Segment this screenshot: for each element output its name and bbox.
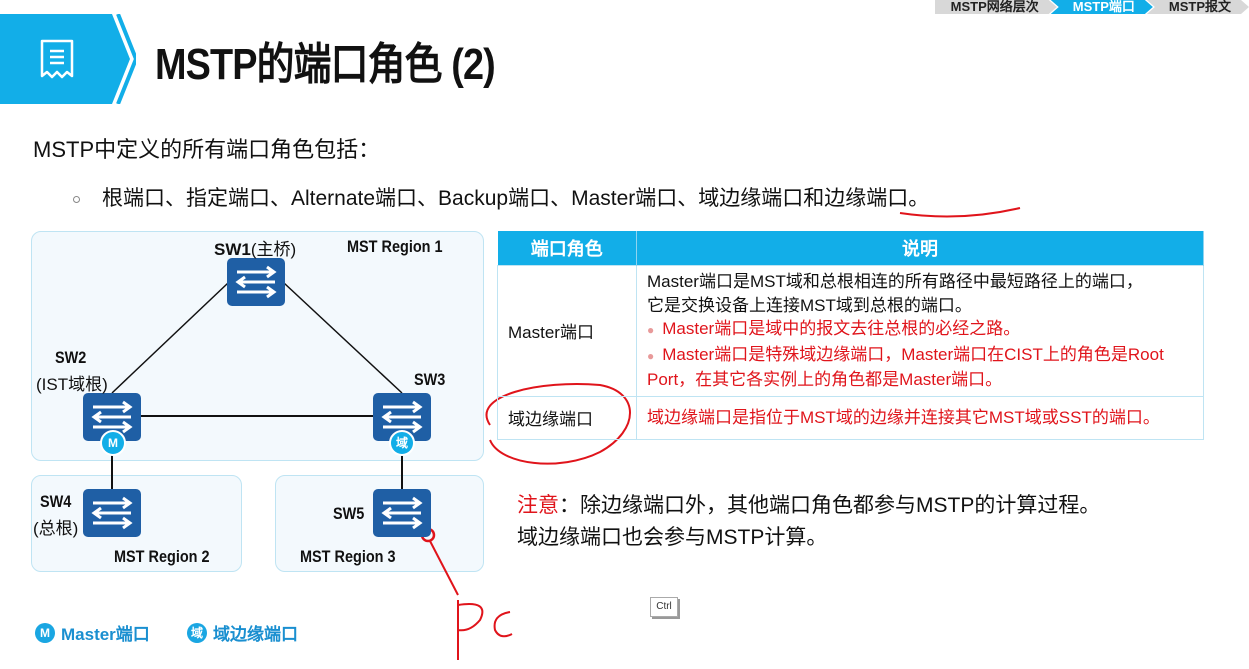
header-description: 说明 [636, 231, 1204, 266]
intro-text: MSTP中定义的所有端口角色包括： [33, 137, 381, 162]
sw5-label: SW5 [333, 504, 365, 523]
switch-arrows-icon [381, 496, 423, 530]
region-3-label: MST Region 3 [300, 547, 396, 566]
document-icon [40, 39, 74, 79]
sw2-label: SW2 [55, 348, 87, 367]
switch-arrows-icon [235, 265, 277, 299]
description-cell: 域边缘端口是指位于MST域的边缘并连接其它MST域或SST的端口。 [636, 395, 1204, 440]
table-row: 域边缘端口 域边缘端口是指位于MST域的边缘并连接其它MST域或SST的端口。 [497, 395, 1204, 440]
legend-boundary-label: 域边缘端口 [213, 625, 298, 644]
desc-line: Master端口是MST域和总根相连的所有路径中最短路径上的端口， [647, 272, 1143, 291]
sw4-note: (总根) [33, 519, 79, 538]
sw1-label: SW1(主桥) [214, 240, 297, 259]
switch-arrows-icon [91, 496, 133, 530]
table-header-row: 端口角色 说明 [497, 231, 1204, 266]
master-badge-icon: M [35, 622, 55, 643]
legend-master: M Master端口 [35, 620, 150, 645]
port-roles-table: 端口角色 说明 Master端口 Master端口是MST域和总根相连的所有路径… [497, 231, 1204, 440]
desc-line-warning: ●Master端口是特殊域边缘端口，Master端口在CIST上的角色是Root… [647, 344, 1164, 390]
description-cell: Master端口是MST域和总根相连的所有路径中最短路径上的端口， 它是交换设备… [636, 265, 1204, 397]
port-roles-text: 根端口、指定端口、Alternate端口、Backup端口、Master端口、域… [102, 187, 930, 210]
bullet-dot: ● [647, 348, 655, 363]
breadcrumb-item-ports[interactable]: MSTP端口 [1051, 0, 1153, 14]
title-banner [0, 14, 112, 104]
note-line-2: 域边缘端口也会参与MSTP计算。 [517, 526, 828, 549]
switch-sw2[interactable] [83, 393, 141, 441]
region-1-label: MST Region 1 [347, 237, 443, 256]
banner-chevron [96, 14, 136, 104]
desc-line-warning: ●Master端口是域中的报文去往总根的必经之路。 [647, 319, 1021, 338]
role-cell: 域边缘端口 [497, 395, 637, 440]
master-port-badge: M [100, 430, 126, 456]
switch-arrows-icon [381, 400, 423, 434]
ctrl-key-hint: Ctrl [650, 597, 678, 617]
bullet-dot: ● [647, 323, 655, 337]
region-2-label: MST Region 2 [114, 547, 210, 566]
handwritten-pc-c [493, 611, 513, 638]
sw3-label: SW3 [414, 370, 446, 389]
breadcrumb-item-hierarchy[interactable]: MSTP网络层次 [935, 0, 1057, 14]
table-row: Master端口 Master端口是MST域和总根相连的所有路径中最短路径上的端… [497, 265, 1204, 397]
switch-sw1[interactable] [227, 258, 285, 306]
sw4-label: SW4 [40, 492, 72, 511]
breadcrumb-item-bpdu[interactable]: MSTP报文 [1147, 0, 1249, 14]
note-label: 注意 [517, 494, 559, 517]
desc-line: 它是交换设备上连接MST域到总根的端口。 [647, 295, 972, 315]
note-line-1: 注意：除边缘端口外，其他端口角色都参与MSTP的计算过程。 [517, 494, 1101, 517]
role-cell: Master端口 [497, 265, 637, 397]
switch-arrows-icon [91, 400, 133, 434]
legend-boundary: 域 域边缘端口 [187, 620, 298, 645]
switch-sw5[interactable] [373, 489, 431, 537]
page-title: MSTP的端口角色 (2) [155, 40, 496, 89]
switch-sw4[interactable] [83, 489, 141, 537]
boundary-port-badge: 域 [389, 430, 415, 456]
sw2-note: (IST域根) [36, 375, 108, 394]
breadcrumb: MSTP网络层次 MSTP端口 MSTP报文 [935, 0, 1249, 14]
bullet-dot [73, 195, 80, 203]
header-role: 端口角色 [497, 231, 637, 266]
legend-master-label: Master端口 [61, 625, 150, 644]
handwritten-pc-p [457, 600, 484, 660]
note-block: 注意：除边缘端口外，其他端口角色都参与MSTP的计算过程。 域边缘端口也会参与M… [517, 490, 1100, 554]
port-roles-bullet: 根端口、指定端口、Alternate端口、Backup端口、Master端口、域… [73, 182, 929, 212]
boundary-badge-icon: 域 [187, 622, 207, 643]
